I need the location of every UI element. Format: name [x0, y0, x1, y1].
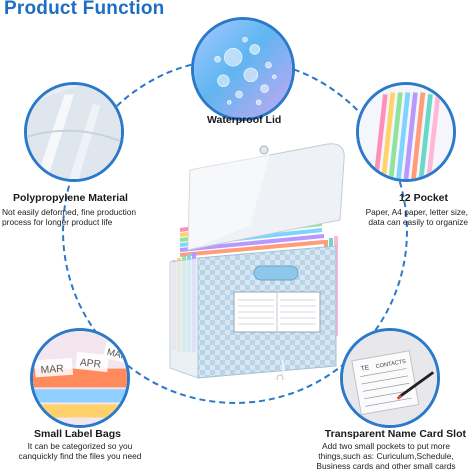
card-text: CONTACTS — [375, 359, 406, 370]
label-tab-text: APR — [79, 357, 101, 370]
waterproof-lid-image — [191, 17, 295, 121]
pocket-desc: Paper, A4 paper, letter size, data can e… — [366, 207, 468, 227]
pocket-title: 12 Pocket — [398, 192, 448, 204]
label-bags-title: Small Label Bags — [34, 428, 121, 440]
material-desc-line: process for longer product life — [2, 217, 113, 227]
name-card-slot-desc-line: Business cards and other small cards — [316, 461, 456, 471]
pocket-desc-line: data can easily to organize — [368, 217, 468, 227]
material-desc-line: Not easily deformed, fine production — [2, 207, 137, 217]
label-tab-text: MAR — [40, 364, 64, 377]
name-card-slot-desc-line: Add two small pockets to put more — [321, 441, 450, 451]
material-image — [24, 82, 124, 182]
pocket-image — [356, 82, 456, 182]
card-text: TE — [360, 364, 370, 372]
file-organizer-product — [150, 140, 350, 380]
label-bags-image: MAR APR MAR — [30, 328, 130, 428]
waterproof-lid-title: Waterproof Lid — [207, 114, 282, 126]
pocket-desc-line: Paper, A4 paper, letter size, — [365, 207, 468, 217]
page-title: Product Function — [4, 0, 165, 19]
name-card-slot-desc: Add two small pockets to put more things… — [300, 441, 472, 471]
label-bags-desc: It can be categorized so you canquickly … — [0, 441, 160, 461]
material-title: Polypropylene Material — [13, 192, 128, 204]
material-desc: Not easily deformed, fine production pro… — [2, 207, 136, 227]
label-bags-desc-line: canquickly find the files you need — [18, 451, 142, 461]
name-card-slot-desc-line: things,such as: Curiculum,Schedule, — [318, 451, 454, 461]
label-bags-desc-line: It can be categorized so you — [27, 441, 133, 451]
name-card-slot-image: TE CONTACTS — [340, 328, 440, 428]
name-card-slot-title: Transparent Name Card Slot — [324, 428, 466, 440]
